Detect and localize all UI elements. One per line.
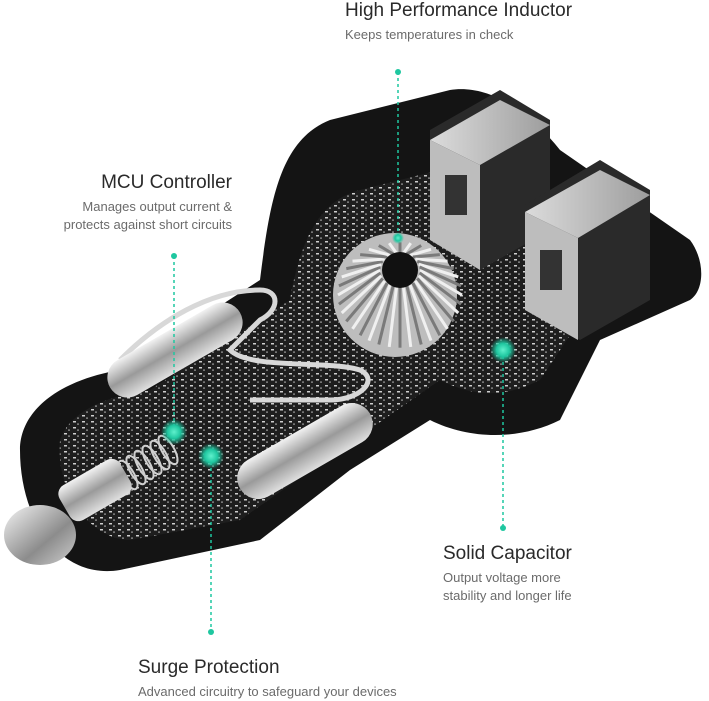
coil-winding [351, 280, 386, 330]
coil-winding [387, 286, 399, 348]
coil-winding [338, 271, 382, 306]
spring-coil [141, 444, 163, 476]
coil-winding [418, 271, 462, 306]
coil-winding [416, 277, 455, 323]
coil-winding [409, 247, 432, 257]
coil-winding [352, 257, 385, 263]
feature-description-line: Manages output current & [82, 199, 232, 214]
feature-title: MCU Controller [101, 172, 232, 193]
coil-winding [402, 242, 412, 255]
fuse-cylinder-upper [107, 302, 243, 398]
coil-winding [412, 253, 440, 259]
callout-mcu [161, 253, 187, 445]
usb-port-lower [525, 160, 650, 340]
coil-winding [345, 277, 384, 323]
coil-winding [358, 282, 389, 337]
wire-clip [118, 287, 371, 403]
callout-capacitor [490, 337, 516, 531]
label-high-performance-inductor: High Performance Inductor Keeps temperat… [345, 0, 572, 44]
inductor-coil [333, 233, 463, 357]
coil-winding [337, 268, 381, 297]
coil-winding [405, 285, 423, 345]
coil-winding [419, 268, 463, 297]
coil-winding [360, 253, 388, 259]
coil-winding [406, 244, 422, 256]
spring-coil [125, 454, 147, 486]
coil-winding [419, 265, 462, 288]
feature-description: Advanced circuitry to safeguard your dev… [138, 684, 397, 699]
coil-winding [414, 280, 449, 330]
feature-description: Manages output current & protects agains… [40, 198, 232, 234]
coil-winding [418, 262, 459, 279]
label-surge-protection: Surge Protection Advanced circuitry to s… [138, 657, 397, 701]
spring-coil [149, 439, 171, 471]
callout-inductor [392, 69, 404, 244]
feature-title: Solid Capacitor [443, 543, 572, 564]
coil-winding [368, 247, 391, 257]
coil-winding [417, 274, 460, 315]
usb-port-upper [430, 90, 550, 270]
feature-description-line: protects against short circuits [63, 217, 232, 232]
spring-coil [157, 434, 179, 466]
feature-description: Keeps temperatures in check [345, 27, 514, 42]
feature-title: Surge Protection [138, 657, 280, 678]
feature-description-line: Output voltage more [443, 570, 561, 585]
feature-description: Output voltage more stability and longer… [443, 569, 572, 605]
label-mcu-controller: MCU Controller Manages output current & … [40, 172, 232, 234]
coil-winding [411, 282, 442, 337]
fuse-cylinder-lower [237, 403, 373, 499]
coil-winding [338, 265, 381, 288]
coil-winding [415, 257, 448, 263]
coil-winding [341, 262, 382, 279]
tip-contact [4, 458, 132, 565]
feature-title: High Performance Inductor [345, 0, 573, 21]
spring-coil [133, 449, 155, 481]
coil-winding [378, 244, 394, 256]
coil-winding [401, 286, 413, 348]
coil-winding [417, 260, 454, 271]
coil-winding [346, 260, 383, 271]
callout-surge [198, 443, 224, 635]
coil-winding [367, 284, 392, 342]
feature-description-line: stability and longer life [443, 588, 572, 603]
coil-winding [340, 274, 383, 315]
coil-winding [408, 284, 433, 342]
label-solid-capacitor: Solid Capacitor Output voltage more stab… [443, 543, 572, 605]
coil-winding [388, 242, 398, 255]
coil-winding [377, 285, 395, 345]
